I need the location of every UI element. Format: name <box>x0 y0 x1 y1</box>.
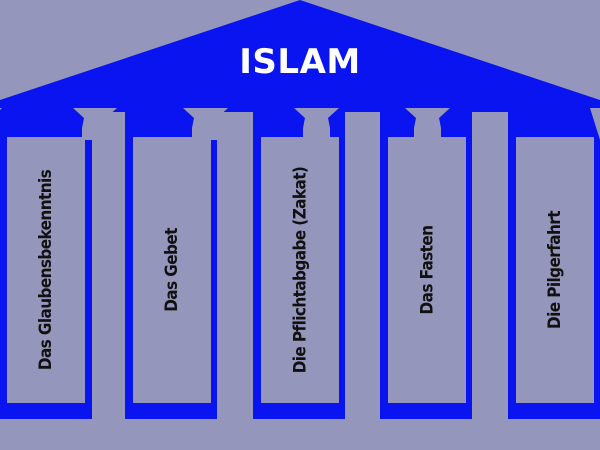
roof-pediment <box>0 0 600 112</box>
pillar-3-label: Die Pflichtabgabe (Zakat) <box>261 137 339 403</box>
pillar-2-label: Das Gebet <box>133 137 211 403</box>
diagram-title: ISLAM <box>239 42 361 82</box>
pillar-panels <box>7 137 594 403</box>
pillar-3-text: Die Pflichtabgabe (Zakat) <box>290 166 311 374</box>
column-gaps <box>0 138 600 450</box>
pillar-4-label: Das Fasten <box>388 137 466 403</box>
pillar-2-text: Das Gebet <box>162 228 183 312</box>
pillar-5-text: Die Pilgerfahrt <box>545 211 565 329</box>
pillar-1-label: Das Glaubensbekenntnis <box>7 137 85 403</box>
capital-gaps <box>0 108 600 140</box>
pillar-1-text: Das Glaubensbekenntnis <box>36 169 56 371</box>
pillar-5-label: Die Pilgerfahrt <box>516 137 594 403</box>
pillar-4-text: Das Fasten <box>417 225 437 315</box>
